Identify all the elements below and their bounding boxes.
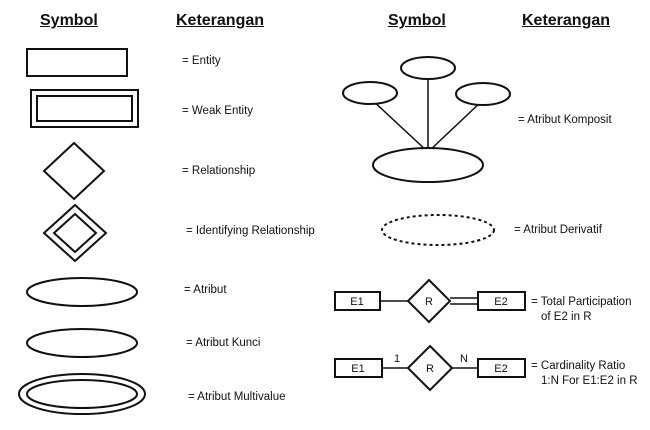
entity-label-e2: E2 [494, 363, 507, 375]
entity-box-e2 [477, 291, 526, 311]
multivalue-attribute-symbol [18, 373, 146, 415]
label-atribut-kunci: = Atribut Kunci [186, 337, 261, 349]
label-total-participation-line1: = Total Participation [531, 296, 632, 308]
label-atribut-derivatif: = Atribut Derivatif [514, 224, 602, 236]
label-atribut-komposit: = Atribut Komposit [518, 114, 612, 126]
label-identifying-relationship: = Identifying Relationship [186, 225, 315, 237]
label-entity: = Entity [182, 55, 221, 67]
header-symbol-right: Symbol [388, 12, 446, 29]
entity-label-e1: E1 [351, 363, 364, 375]
derived-attribute-symbol [381, 214, 495, 246]
entity-label-e1: E1 [350, 296, 363, 308]
header-symbol-left: Symbol [40, 12, 98, 29]
header-keterangan-left: Keterangan [176, 12, 265, 29]
identifying-relationship-symbol [42, 203, 108, 263]
label-cardinality-ratio-line2: 1:N For E1:E2 in R [541, 375, 638, 387]
relationship-diamond-r [406, 278, 452, 324]
entity-label-e2: E2 [494, 296, 507, 308]
cardinality-label-n: N [460, 353, 468, 365]
label-cardinality-ratio: = Cardinality Ratio 1:N For E1:E2 in R [531, 359, 638, 389]
label-total-participation-line2: of E2 in R [541, 311, 592, 323]
label-relationship: = Relationship [182, 165, 256, 177]
header-keterangan-right: Keterangan [522, 12, 611, 29]
cardinality-label-1: 1 [394, 353, 400, 365]
label-atribut-multivalue: = Atribut Multivalue [188, 391, 286, 403]
relationship-diamond-r [406, 344, 454, 392]
attribute-symbol [26, 277, 138, 307]
entity-box-e2 [477, 358, 526, 378]
label-weak-entity: = Weak Entity [182, 105, 254, 117]
composite-attribute-symbol [342, 56, 511, 183]
entity-symbol [26, 48, 128, 77]
label-atribut: = Atribut [184, 284, 227, 296]
entity-box-e1 [334, 291, 381, 311]
entity-box-e1 [334, 358, 383, 378]
relationship-label-r: R [426, 363, 434, 375]
relationship-symbol [42, 141, 106, 201]
relationship-label-r: R [425, 296, 433, 308]
label-cardinality-ratio-line1: = Cardinality Ratio [531, 360, 626, 372]
cardinality-ratio-symbol: E1 R E2 1 N [334, 344, 526, 392]
weak-entity-symbol [30, 89, 139, 128]
label-total-participation: = Total Participation of E2 in R [531, 295, 631, 325]
key-attribute-symbol [26, 328, 138, 358]
total-participation-symbol: E1 R E2 [334, 278, 526, 324]
